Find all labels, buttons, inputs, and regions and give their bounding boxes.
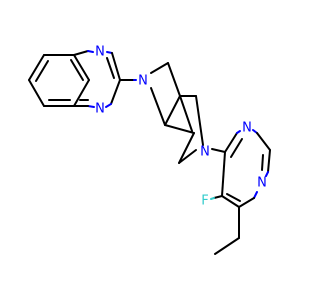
bond xyxy=(73,79,90,107)
molecule-svg: N N N N N N F xyxy=(28,45,271,255)
bond xyxy=(178,149,197,164)
bond xyxy=(167,62,181,97)
bond xyxy=(164,124,195,134)
bond xyxy=(150,62,169,74)
bond xyxy=(73,54,90,81)
bond xyxy=(179,95,193,132)
double-bond xyxy=(35,60,49,82)
ethyl-group xyxy=(214,206,240,255)
bond xyxy=(105,103,112,108)
fluorine-label: F xyxy=(201,194,208,209)
bond xyxy=(256,132,271,151)
bond xyxy=(221,195,240,208)
nitrogen-label: N xyxy=(257,176,267,191)
bond-to-fluorine xyxy=(213,195,223,199)
bond xyxy=(214,237,240,255)
bond xyxy=(178,132,195,164)
nitrogen-label: N xyxy=(242,121,252,136)
bond xyxy=(265,171,269,177)
double-bond xyxy=(70,59,84,81)
bond xyxy=(87,50,94,53)
double-bond xyxy=(230,138,243,158)
bond xyxy=(28,54,45,81)
bond xyxy=(221,151,226,197)
bond xyxy=(236,130,241,134)
bond-to-fluorine xyxy=(210,197,215,200)
nitrogen-label: N xyxy=(95,102,105,117)
double-bond xyxy=(106,57,115,79)
nitrogen-label: N xyxy=(95,45,105,60)
pyrimidine-ring xyxy=(221,129,271,208)
nitrogen-label: N xyxy=(138,74,148,89)
bond xyxy=(150,87,166,126)
double-bond xyxy=(261,154,264,171)
bond xyxy=(267,149,271,173)
bond xyxy=(238,197,255,208)
bicyclic-amine xyxy=(150,62,204,164)
bond xyxy=(87,105,95,108)
bond xyxy=(253,191,258,199)
bond xyxy=(111,52,121,81)
bond xyxy=(73,50,89,56)
bond-amine-to-pyrimidine xyxy=(211,148,226,153)
bond xyxy=(28,79,45,107)
bond xyxy=(110,79,121,105)
bond xyxy=(164,95,181,126)
bond xyxy=(195,95,204,146)
molecule-structure-diagram: N N N N N N F xyxy=(28,44,271,255)
quinoxaline-benzene-ring xyxy=(28,54,90,107)
nitrogen-label: N xyxy=(200,145,210,160)
double-bond xyxy=(226,193,241,202)
bond xyxy=(224,132,238,153)
quinoxaline-pyrazine-ring xyxy=(73,50,121,108)
